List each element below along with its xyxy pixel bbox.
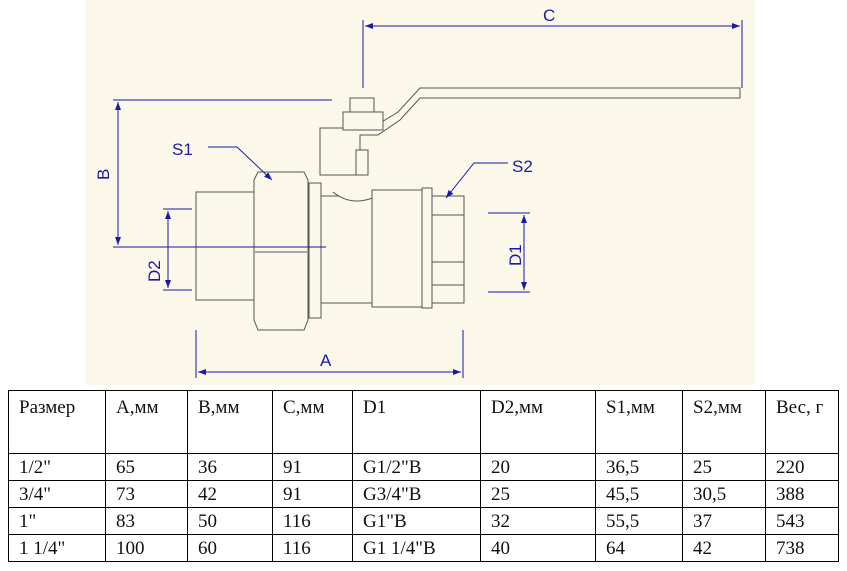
table-cell: 40: [480, 534, 596, 562]
table-cell: 32: [480, 507, 596, 535]
table-cell: 543: [765, 507, 839, 535]
dim-label-d1: D1: [506, 244, 525, 266]
valve-technical-drawing: C B D2 D1 A S1 S2: [85, 0, 755, 385]
table-cell: 388: [765, 480, 839, 508]
dim-label-b: B: [94, 169, 113, 180]
table-cell: 25: [682, 453, 766, 481]
valve-diagram-svg: C B D2 D1 A S1 S2: [94, 6, 743, 378]
dim-label-s1: S1: [172, 140, 193, 159]
table-cell: 65: [105, 453, 188, 481]
header-cell: Вес, г: [765, 390, 839, 454]
table-cell: 36: [187, 453, 273, 481]
table-cell: 116: [272, 507, 353, 535]
table-cell: 3/4": [8, 480, 106, 508]
table-cell: 42: [187, 480, 273, 508]
table-cell: 1": [8, 507, 106, 535]
table-cell: G1/2"B: [352, 453, 481, 481]
union-hex-nut-s1: [253, 171, 309, 331]
dim-label-d2: D2: [145, 260, 164, 282]
table-cell: 37: [682, 507, 766, 535]
table-cell: 738: [765, 534, 839, 562]
dim-label-a: A: [320, 351, 332, 370]
right-hex-s2: [431, 195, 465, 304]
header-cell: C,мм: [272, 390, 353, 454]
valve-body: [320, 195, 373, 304]
header-cell: D2,мм: [480, 390, 596, 454]
table-cell: 91: [272, 453, 353, 481]
table-cell: 64: [595, 534, 683, 562]
left-pipe-end: [195, 191, 257, 301]
table-cell: 60: [187, 534, 273, 562]
header-cell: S2,мм: [682, 390, 766, 454]
table-cell: 83: [105, 507, 188, 535]
table-cell: 91: [272, 480, 353, 508]
table-cell: G3/4"B: [352, 480, 481, 508]
header-cell: S1,мм: [595, 390, 683, 454]
table-cell: 42: [682, 534, 766, 562]
dim-label-s2: S2: [512, 157, 533, 176]
table-header-row: Размер A,мм B,мм C,мм D1 D2,мм S1,мм S2,…: [8, 390, 839, 454]
stem-nut: [342, 111, 384, 131]
header-cell: B,мм: [187, 390, 273, 454]
table-cell: 20: [480, 453, 596, 481]
table-cell: 73: [105, 480, 188, 508]
table-cell: 50: [187, 507, 273, 535]
header-cell: Размер: [8, 390, 106, 454]
valve-dimensions-table: Размер A,мм B,мм C,мм D1 D2,мм S1,мм S2,…: [8, 390, 839, 562]
table-cell: 100: [105, 534, 188, 562]
table-cell: 30,5: [682, 480, 766, 508]
table-cell: 1/2": [8, 453, 106, 481]
table-cell: 220: [765, 453, 839, 481]
dim-label-c: C: [543, 6, 555, 25]
table-cell: 116: [272, 534, 353, 562]
header-cell: A,мм: [105, 390, 188, 454]
table-cell: 55,5: [595, 507, 683, 535]
table-cell: 45,5: [595, 480, 683, 508]
header-cell: D1: [352, 390, 481, 454]
table-cell: G1"B: [352, 507, 481, 535]
table-cell: 36,5: [595, 453, 683, 481]
table-cell: 1 1/4": [8, 534, 106, 562]
table-cell: 25: [480, 480, 596, 508]
table-cell: G1 1/4"B: [352, 534, 481, 562]
